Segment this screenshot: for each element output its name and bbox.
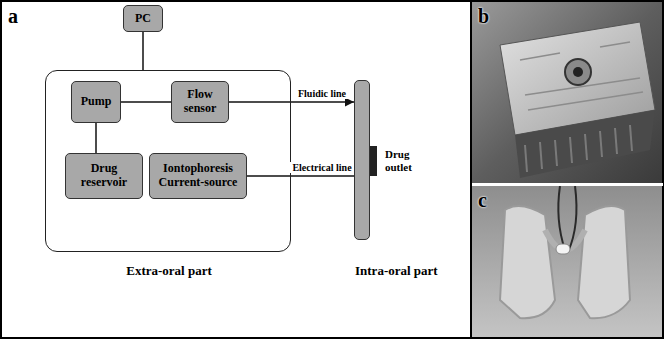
box-label: Flow sensor <box>176 88 224 116</box>
connector-arrow <box>229 101 354 103</box>
panel-label: c <box>478 190 487 210</box>
box-label: Drug reservoir <box>70 162 138 190</box>
connector-line <box>95 123 97 153</box>
box-label: PC <box>128 12 158 26</box>
panel-divider <box>470 0 472 339</box>
panel-label: b <box>478 6 489 26</box>
intra-oral-device: Intra-oral part <box>354 80 370 240</box>
box-label: Iontophoresis Current-source <box>154 162 242 190</box>
process-box: Drug reservoir <box>65 153 143 199</box>
box-label: Pump <box>76 95 116 109</box>
drug-outlet: Drug outlet <box>370 146 377 176</box>
mouthpiece-photo <box>472 186 663 337</box>
unit-housing: Extra-oral partPumpFlow sensorDrug reser… <box>45 70 291 252</box>
line-label: Fluidic line <box>296 88 348 99</box>
process-box: PC <box>123 5 163 32</box>
panel-divider <box>472 183 663 186</box>
connector-line <box>121 101 171 103</box>
part-label: Extra-oral part <box>46 263 292 279</box>
connector-line <box>247 175 354 177</box>
process-box: Iontophoresis Current-source <box>149 153 247 199</box>
part-label: Intra-oral part <box>355 263 438 279</box>
process-box: Flow sensor <box>171 81 229 123</box>
part-label: Drug outlet <box>385 148 427 173</box>
panel-label: a <box>8 6 18 26</box>
line-label: Electrical line <box>290 162 353 173</box>
process-box: Pump <box>71 81 121 123</box>
device-photo <box>472 2 663 183</box>
connector-line <box>142 32 144 70</box>
